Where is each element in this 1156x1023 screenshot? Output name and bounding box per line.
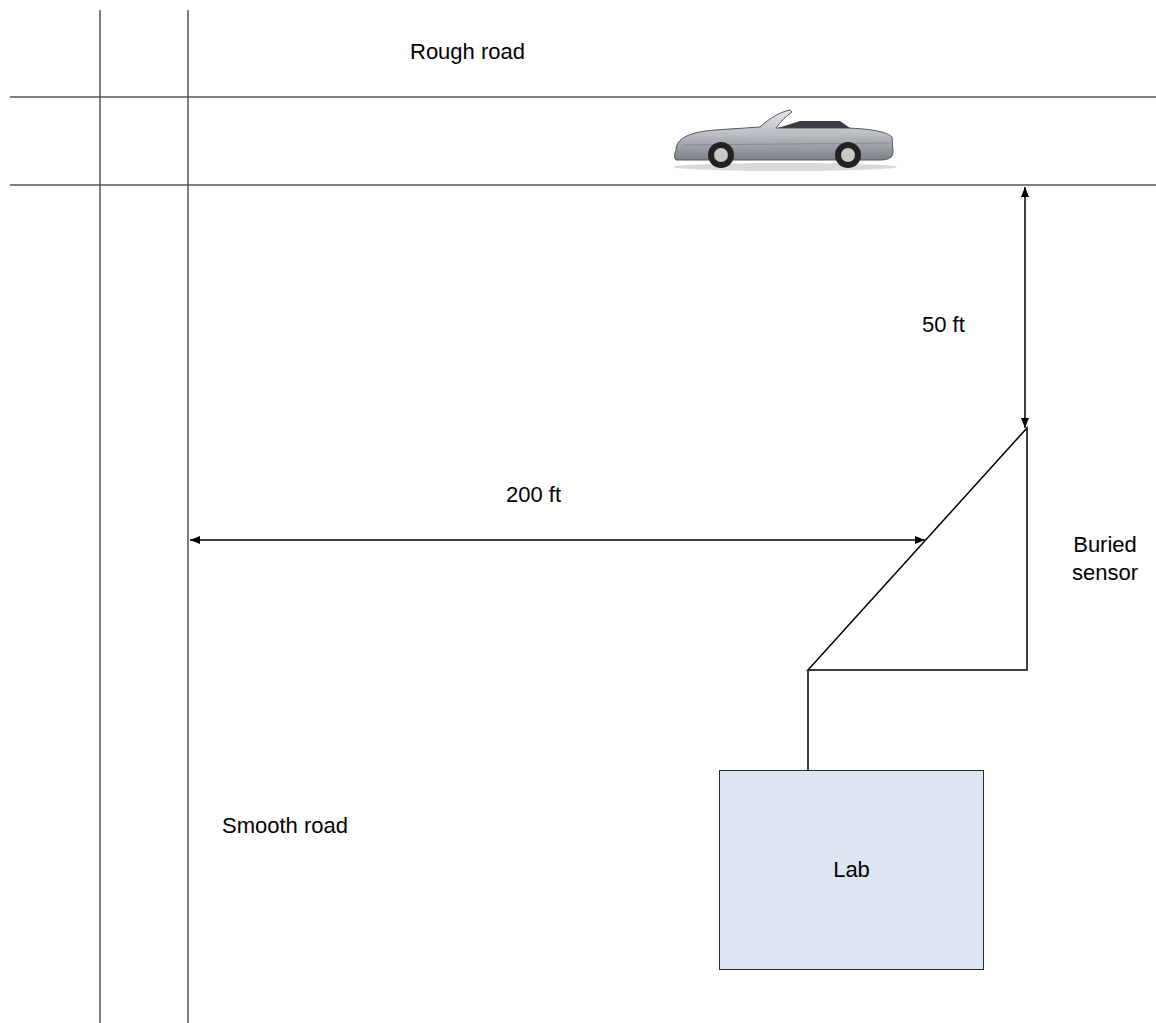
part-name: Buried sensor: [1058, 531, 1152, 586]
road-edge: [187, 10, 189, 1023]
dimension-arrow: [190, 539, 925, 541]
road-edge: [10, 184, 1156, 186]
car: [673, 110, 897, 171]
building-name: Lab: [833, 857, 870, 883]
dimension-label: 200 ft: [506, 481, 561, 509]
road-name: Smooth road: [222, 812, 348, 840]
dimension-label: 50 ft: [922, 311, 965, 339]
building-box: Lab: [719, 770, 984, 970]
dimension-arrow: [1024, 187, 1026, 428]
road-edge: [10, 96, 1156, 98]
sensor-cable: [807, 670, 809, 770]
sensor-triangle: [808, 428, 1027, 670]
road-name: Rough road: [410, 38, 525, 66]
road-edge: [99, 10, 101, 1023]
